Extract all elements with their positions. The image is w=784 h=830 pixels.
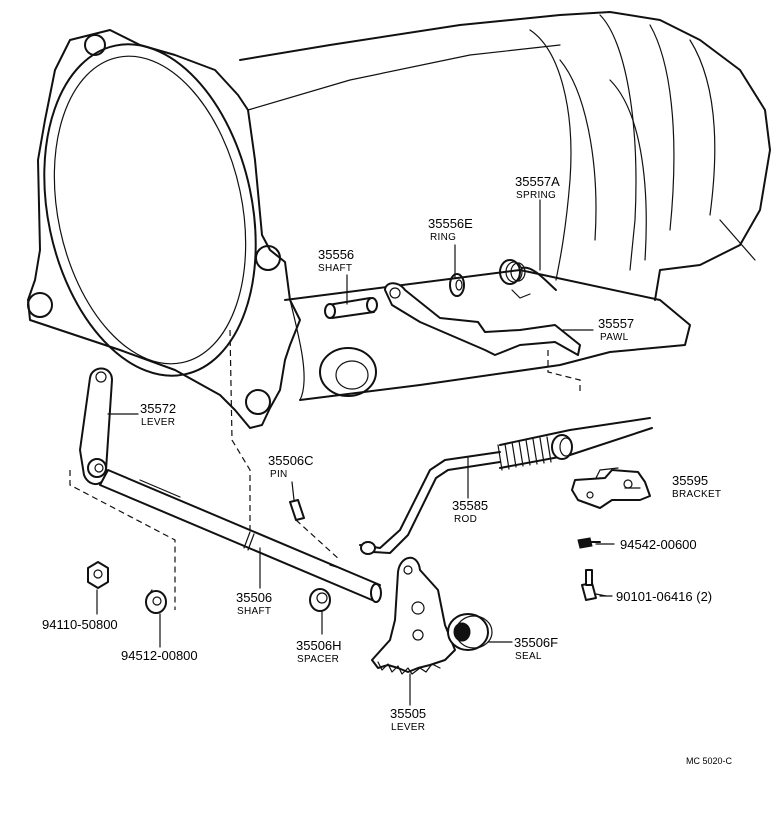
part-number: 94542-00600	[620, 537, 697, 552]
spring-part	[499, 259, 557, 299]
lever-part	[79, 367, 113, 485]
callout-90101: 90101-06416 (2)	[616, 589, 712, 604]
callout-35506: 35506 SHAFT	[236, 590, 272, 617]
callout-35557: 35557 PAWL	[598, 316, 634, 343]
bolt-94542-part	[577, 537, 601, 549]
callout-35556: 35556 SHAFT	[318, 247, 354, 274]
part-number: 94110-50800	[42, 617, 118, 632]
part-name: SPACER	[297, 654, 339, 665]
leader-lines	[96, 199, 641, 706]
callout-35585: 35585 ROD	[452, 498, 488, 525]
diagram-code: MC 5020-C	[686, 756, 733, 766]
pin-part	[289, 499, 305, 521]
part-number: 35556E	[428, 216, 473, 231]
part-number: 94512-00800	[121, 648, 198, 663]
part-number: 35585	[452, 498, 488, 513]
part-name: PIN	[270, 469, 288, 480]
callout-94110: 94110-50800	[42, 617, 118, 632]
transmission-case	[27, 11, 771, 429]
part-number: 35506C	[268, 453, 314, 468]
pawl-part	[384, 282, 581, 356]
callout-94542: 94542-00600	[620, 537, 697, 552]
spacer-part	[309, 588, 331, 612]
part-number: 35557A	[515, 174, 560, 189]
callout-35505: 35505 LEVER	[390, 706, 426, 733]
part-name: LEVER	[391, 722, 425, 733]
part-number: 35556	[318, 247, 354, 262]
callout-35595: 35595 BRACKET	[672, 473, 721, 500]
callout-94512: 94512-00800	[121, 648, 198, 663]
part-name: SPRING	[516, 190, 556, 201]
part-name: BRACKET	[672, 489, 721, 500]
part-number: 35505	[390, 706, 426, 721]
ring-part	[449, 273, 465, 297]
callout-35506c: 35506C PIN	[268, 453, 314, 480]
callout-35572: 35572 LEVER	[140, 401, 176, 428]
part-name: SHAFT	[237, 606, 271, 617]
bracket-part	[571, 467, 651, 509]
detent-lever-part	[371, 556, 456, 675]
washer-part	[145, 589, 167, 614]
nut-part	[87, 561, 109, 589]
manual-shaft-part	[99, 469, 382, 603]
part-number: 35595	[672, 473, 708, 488]
bolt-90101-part	[581, 569, 607, 601]
part-number: 35557	[598, 316, 634, 331]
callout-35506h: 35506H SPACER	[296, 638, 342, 665]
part-name: ROD	[454, 514, 477, 525]
callout-35556e: 35556E RING	[428, 216, 473, 243]
assembly-lines	[69, 329, 581, 610]
part-number: 35506H	[296, 638, 342, 653]
part-number: 35572	[140, 401, 176, 416]
part-name: RING	[430, 232, 456, 243]
part-name: LEVER	[141, 417, 175, 428]
pawl-shaft-part	[324, 297, 378, 319]
part-name: SHAFT	[318, 263, 352, 274]
part-name: PAWL	[600, 332, 629, 343]
part-number: 35506F	[514, 635, 558, 650]
part-number: 35506	[236, 590, 272, 605]
part-name: SEAL	[515, 651, 542, 662]
part-number: 90101-06416 (2)	[616, 589, 712, 604]
rod-part	[359, 417, 653, 555]
seal-part	[447, 613, 493, 651]
callout-35557a: 35557A SPRING	[515, 174, 560, 201]
callout-35506f: 35506F SEAL	[514, 635, 558, 662]
